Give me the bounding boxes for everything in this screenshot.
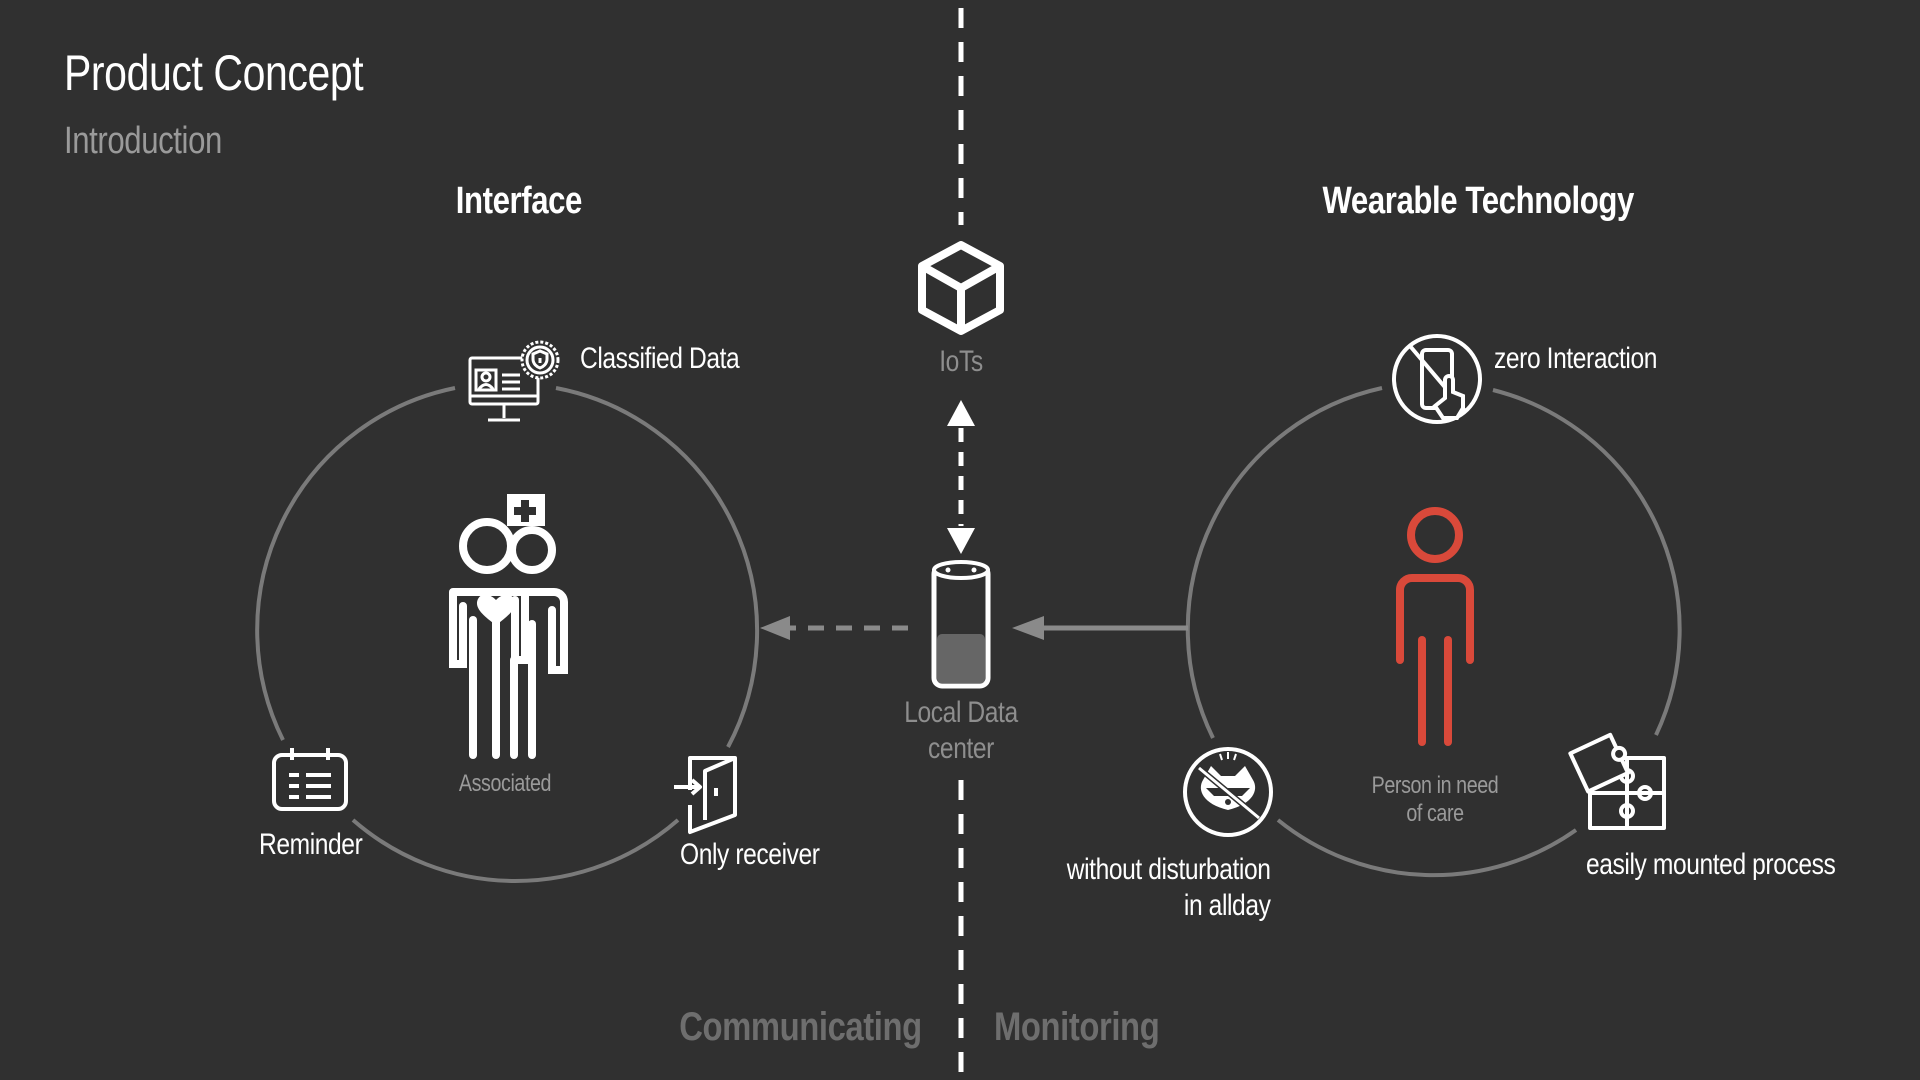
only-receiver-label: Only receiver [680,838,820,871]
local-label-line1: Local Data [904,696,1018,729]
reminder-label: Reminder [259,828,363,861]
secure-monitor-icon [468,340,560,422]
calendar-icon [272,748,348,811]
person-icon [1396,507,1474,746]
easily-mounted-label: easily mounted process [1586,848,1836,881]
caregiver-patient-icon [449,494,568,759]
local-data-center-label: Local Data center [904,695,1018,767]
slide-subtitle: Introduction [64,120,222,162]
person-line1: Person in need [1371,772,1499,799]
puzzle-icon [1568,732,1666,830]
person-line2: of care [1406,800,1464,827]
local-to-interface-arrow [760,616,908,640]
no-raccoon-icon [1183,747,1273,837]
classified-data-label: Classified Data [580,342,740,375]
zero-interaction-label: zero Interaction [1494,342,1658,375]
wearable-to-local-arrow [1012,616,1188,640]
interface-ring [255,386,760,883]
door-enter-icon [674,756,737,834]
cube-icon [918,241,1004,335]
monitoring-label: Monitoring [994,1005,1160,1049]
without-disturbation-label: without disturbation in allday [1066,852,1270,924]
wearable-heading: Wearable Technology [1322,180,1634,222]
slide-title: Product Concept [64,45,364,101]
person-in-need-label: Person in need of care [1372,772,1499,828]
iot-local-arrow [947,400,975,554]
disturb-line1: without disturbation [1066,853,1270,886]
disturb-line2: in allday [1183,889,1270,922]
smart-speaker-icon [931,560,991,689]
associated-label: Associated [458,770,552,797]
communicating-label: Communicating [679,1005,922,1049]
wearable-ring [1185,386,1682,878]
no-touch-phone-icon [1392,334,1482,424]
local-label-line2: center [928,732,994,765]
interface-heading: Interface [455,180,583,222]
iot-label: IoTs [939,345,983,378]
